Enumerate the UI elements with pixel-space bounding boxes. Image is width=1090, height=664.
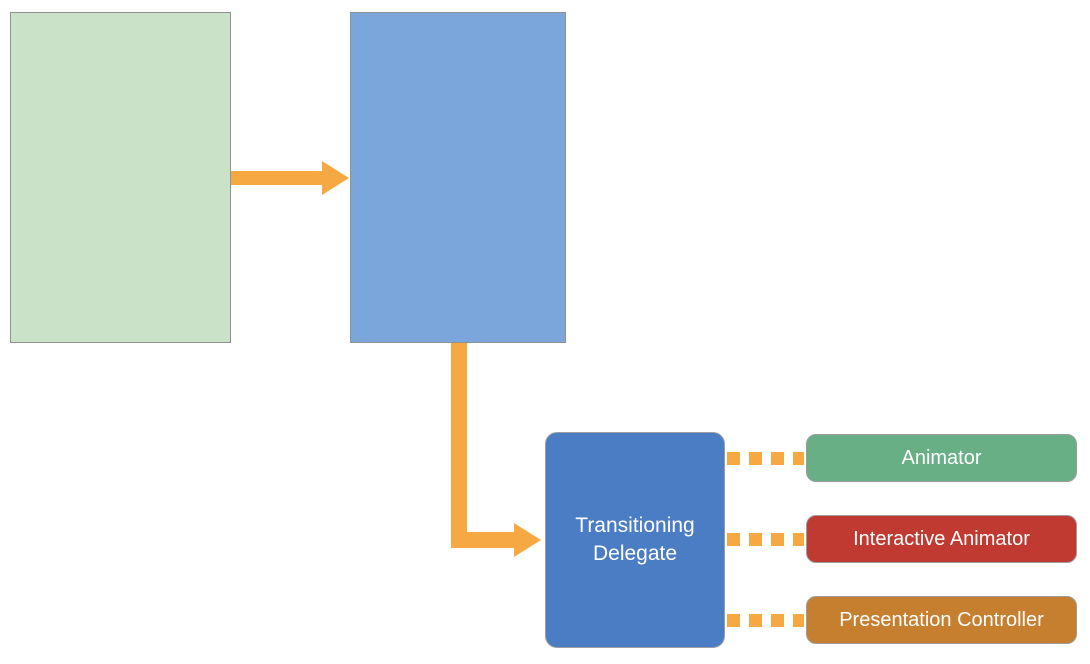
arrow-blue-to-delegate-vertical-shaft [451, 343, 467, 548]
dashed-connector-presentation-controller [727, 614, 804, 627]
arrow-green-to-blue-shaft [231, 171, 322, 185]
arrow-blue-to-delegate-head [514, 523, 541, 557]
blue-view-box [350, 12, 566, 343]
presentation-controller-label: Presentation Controller [839, 608, 1044, 631]
green-view-box [10, 12, 231, 343]
animator-node: Animator [806, 434, 1077, 482]
arrow-blue-to-delegate-horizontal-shaft [451, 532, 515, 548]
dashed-connector-animator [727, 452, 804, 465]
presentation-controller-node: Presentation Controller [806, 596, 1077, 644]
interactive-animator-node: Interactive Animator [806, 515, 1077, 563]
animator-label: Animator [901, 446, 982, 469]
transitioning-delegate-label: Transitioning Delegate [575, 513, 695, 565]
dashed-connector-interactive-animator [727, 533, 804, 546]
transitioning-delegate-node: Transitioning Delegate [545, 432, 725, 648]
interactive-animator-label: Interactive Animator [853, 527, 1030, 550]
arrow-green-to-blue-head [322, 161, 349, 195]
